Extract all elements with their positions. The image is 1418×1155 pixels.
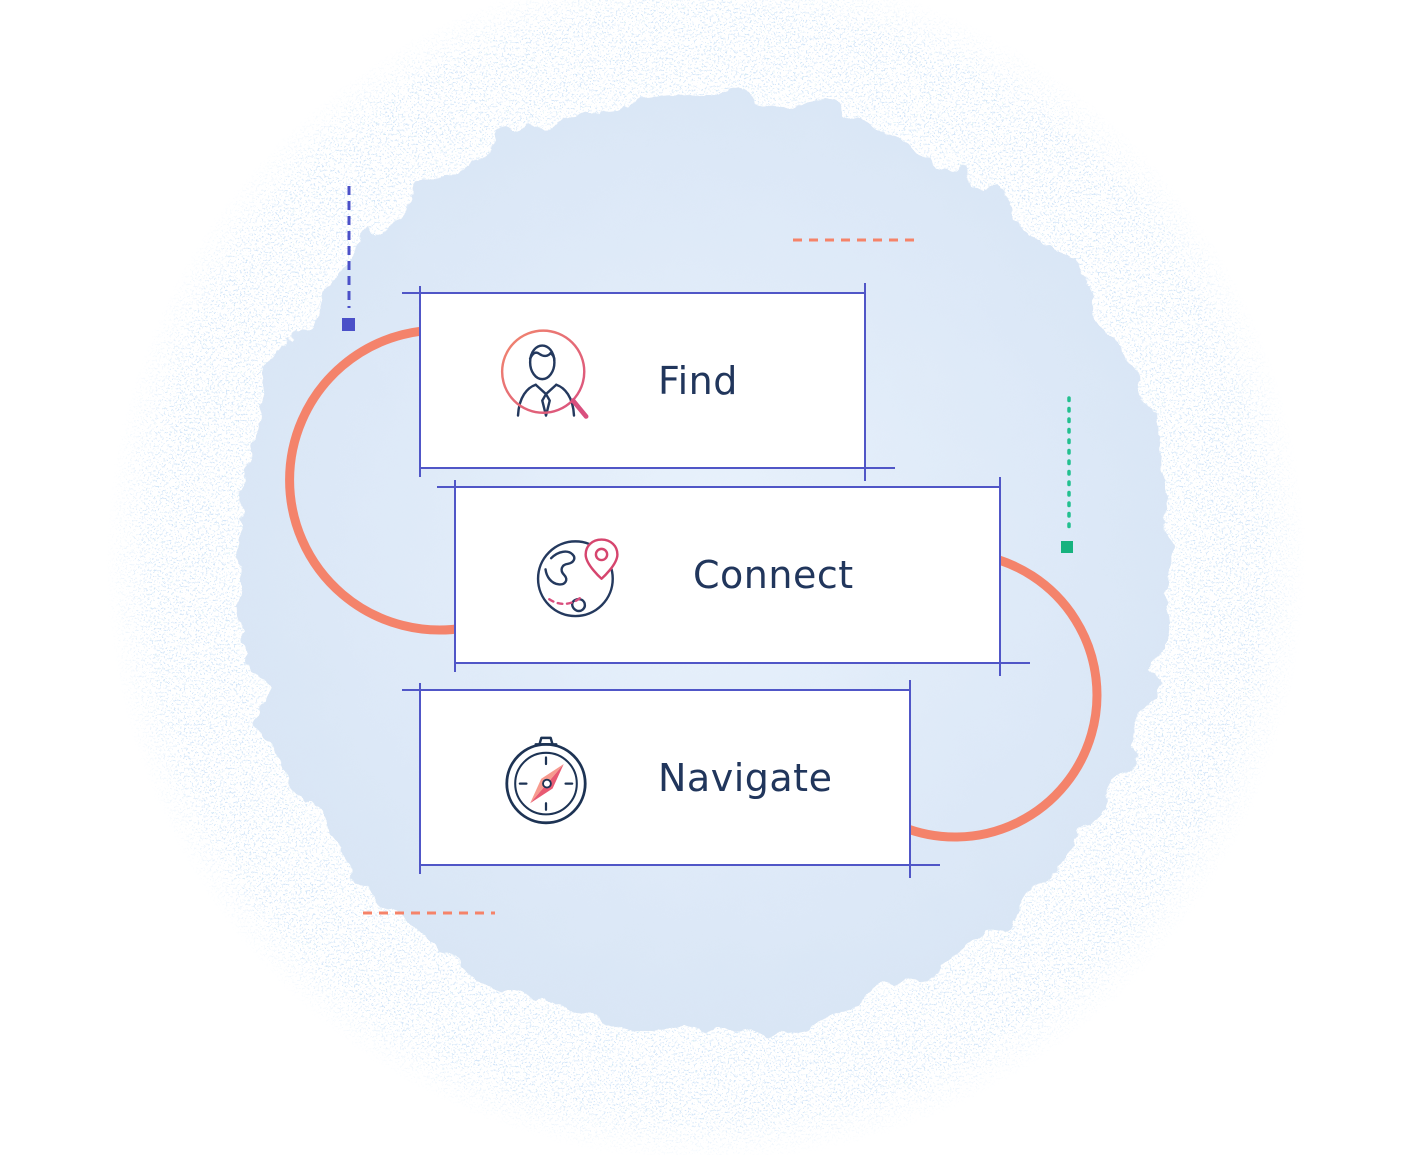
frame-line bbox=[402, 292, 865, 294]
green-square bbox=[1061, 541, 1073, 553]
connect-card: Connect bbox=[437, 477, 1030, 676]
compass-icon bbox=[505, 736, 587, 824]
left-connector-arc bbox=[285, 325, 465, 635]
find-label: Find bbox=[658, 358, 738, 403]
frame-line bbox=[437, 486, 1000, 488]
find-card: Find bbox=[402, 283, 895, 481]
frame-line bbox=[454, 480, 456, 672]
person-search-icon bbox=[500, 328, 589, 419]
frame-line bbox=[864, 283, 866, 481]
frame-line bbox=[455, 662, 1030, 664]
navigate-label: Navigate bbox=[658, 755, 833, 800]
frame-line bbox=[909, 680, 911, 878]
frame-line bbox=[420, 467, 895, 469]
blue-square bbox=[342, 318, 355, 331]
frame-line bbox=[419, 683, 421, 874]
right-connector-arc bbox=[900, 550, 1102, 842]
frame-line bbox=[420, 864, 940, 866]
connect-label: Connect bbox=[693, 553, 854, 597]
frame-line bbox=[999, 477, 1001, 676]
frame-line bbox=[419, 286, 421, 477]
navigate-card: Navigate bbox=[402, 680, 940, 878]
frame-line bbox=[402, 689, 910, 691]
globe-location-icon bbox=[536, 538, 619, 618]
